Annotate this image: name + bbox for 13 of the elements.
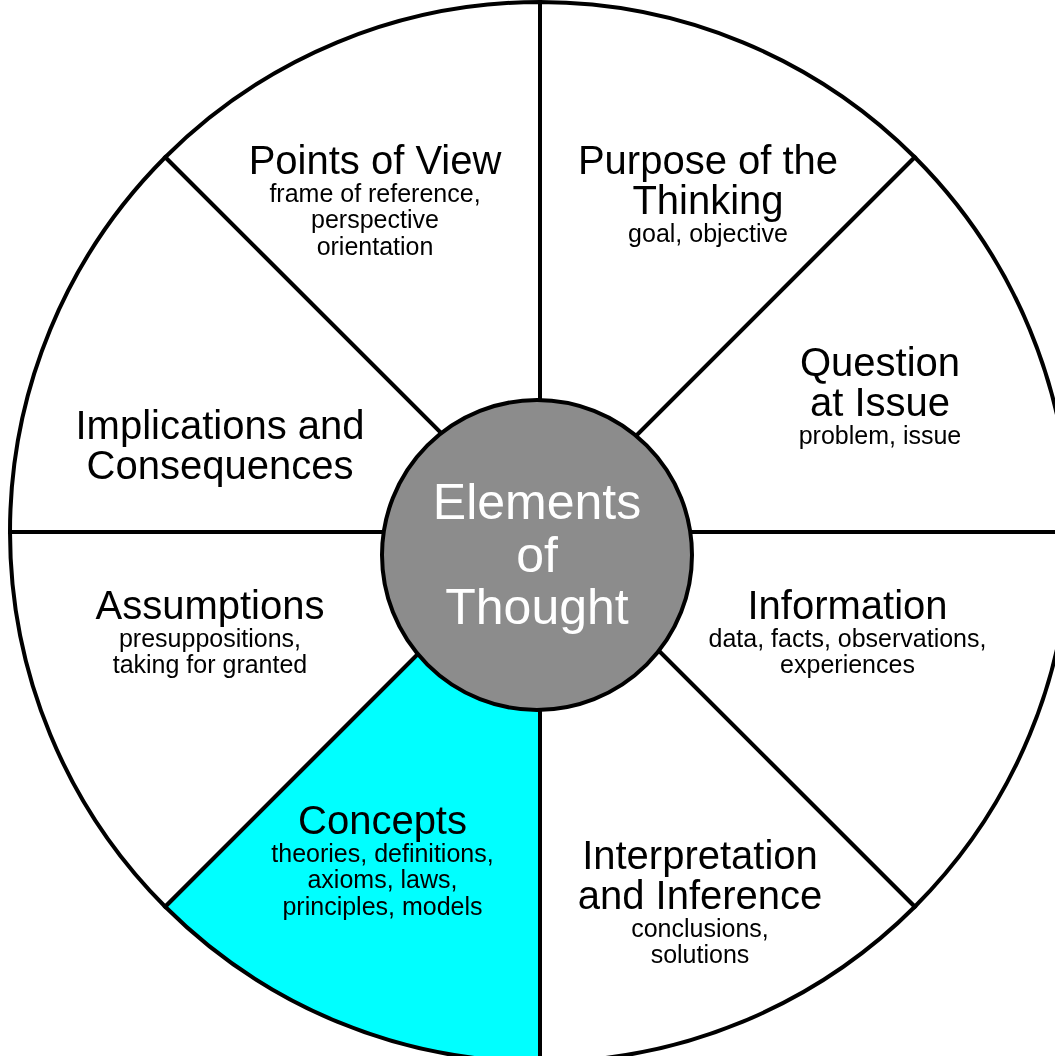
segment-heading: Points of View bbox=[248, 140, 502, 180]
segment-heading: Purpose of the Thinking bbox=[576, 140, 840, 220]
segment-description: conclusions, solutions bbox=[630, 915, 770, 968]
segment-heading: Assumptions bbox=[95, 585, 325, 625]
segment-description: data, facts, observations, experiences bbox=[707, 625, 988, 678]
segment-description: frame of reference, perspective orientation bbox=[268, 180, 482, 259]
segment-heading: Information bbox=[747, 585, 948, 625]
segment-heading: Implications and Consequences bbox=[74, 405, 366, 485]
segment-heading: Interpretation and Inference bbox=[576, 835, 824, 915]
segment-heading: Question at Issue bbox=[798, 342, 962, 422]
segment-heading: Concepts bbox=[298, 800, 467, 840]
segment-description: problem, issue bbox=[798, 422, 962, 449]
center-title: Elements of Thought bbox=[432, 476, 642, 634]
